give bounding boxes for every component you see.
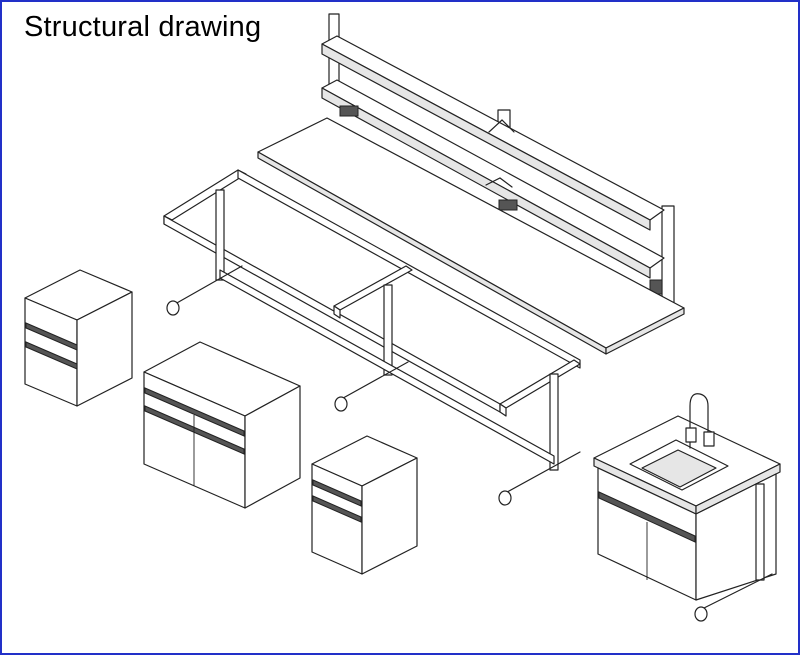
sink-cabinet: [593, 393, 781, 622]
bench-worktop: [257, 117, 685, 355]
double-door-cabinet: [143, 341, 301, 509]
drawing-title: Structural drawing: [24, 11, 262, 43]
drawer-cabinet-tall: [24, 269, 133, 407]
reagent-shelf-unit: [321, 13, 675, 308]
bench-frame: [163, 169, 581, 506]
drawer-cabinet-small: [311, 435, 418, 575]
